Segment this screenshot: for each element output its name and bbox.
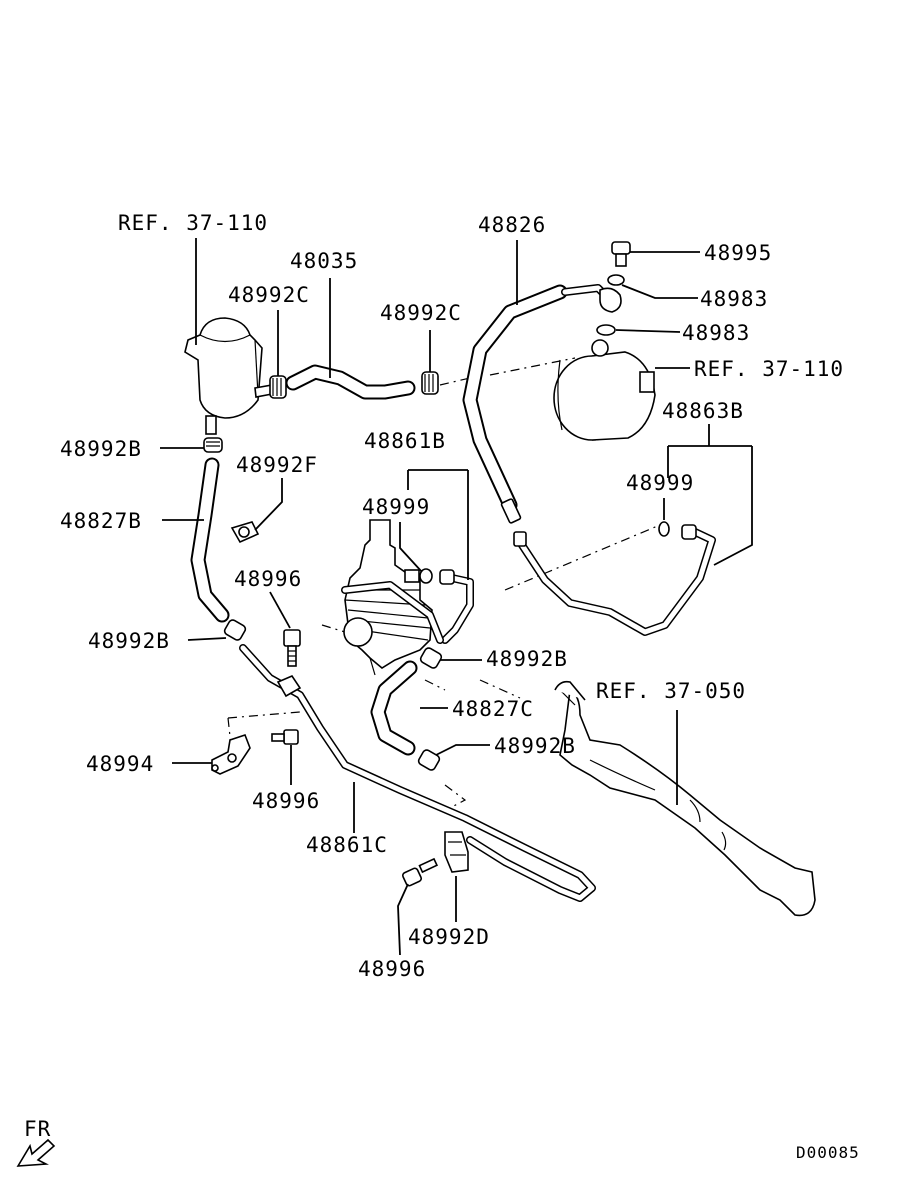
washer-48983-lower-icon bbox=[596, 324, 616, 336]
clamp-48992b-gear-icon bbox=[419, 647, 443, 669]
washer-48983-upper-icon bbox=[607, 274, 625, 286]
diagram-code: D00085 bbox=[796, 1143, 860, 1162]
power-steering-pump bbox=[553, 339, 656, 441]
label-48861b: 48861B bbox=[364, 429, 446, 453]
label-48992d: 48992D bbox=[408, 925, 490, 949]
bolt-48996-upper-icon bbox=[283, 629, 301, 667]
o-ring-48999-gear-icon bbox=[419, 568, 433, 584]
label-48994: 48994 bbox=[86, 752, 154, 776]
label-48983-upper: 48983 bbox=[700, 287, 768, 311]
bracket-48994-icon bbox=[211, 733, 251, 775]
label-48996-lower: 48996 bbox=[358, 957, 426, 981]
label-48995: 48995 bbox=[704, 241, 772, 265]
label-48992c-left: 48992C bbox=[228, 283, 310, 307]
label-48996-upper: 48996 bbox=[234, 567, 302, 591]
o-ring-48999-pipe-icon bbox=[658, 521, 670, 537]
steering-rack-housing bbox=[554, 680, 816, 917]
label-48999-gear: 48999 bbox=[362, 495, 430, 519]
label-48996-middle: 48996 bbox=[252, 789, 320, 813]
part-labels: REF. 37-110 48035 48992C 48992C 48826 48… bbox=[60, 211, 844, 981]
label-48992c-right: 48992C bbox=[380, 301, 462, 325]
front-arrow-icon bbox=[16, 1138, 56, 1167]
label-48992f: 48992F bbox=[236, 453, 318, 477]
front-marker-label: FR bbox=[24, 1117, 51, 1141]
hose-48826 bbox=[462, 284, 568, 513]
label-48992b-hose: 48992B bbox=[88, 629, 170, 653]
label-ref-37-110-pump: REF. 37-110 bbox=[694, 357, 844, 381]
front-direction-marker: FR bbox=[16, 1117, 56, 1167]
label-48827c: 48827C bbox=[452, 697, 534, 721]
bolt-48995-icon bbox=[611, 241, 631, 267]
hoses bbox=[190, 284, 568, 756]
label-48863b: 48863B bbox=[662, 399, 744, 423]
label-ref-37-110-tank: REF. 37-110 bbox=[118, 211, 268, 235]
label-48035: 48035 bbox=[290, 249, 358, 273]
label-48826: 48826 bbox=[478, 213, 546, 237]
bolt-48996-middle-icon bbox=[271, 729, 299, 745]
clamp-48992b-hose-icon bbox=[223, 619, 247, 641]
label-48999-pipe: 48999 bbox=[626, 471, 694, 495]
small-parts bbox=[203, 241, 697, 887]
steering-gear-valve bbox=[343, 519, 433, 676]
bolt-48996-lower-icon bbox=[401, 857, 439, 887]
clamp-48992c-left-icon bbox=[269, 375, 287, 399]
label-48983-lower: 48983 bbox=[682, 321, 750, 345]
reservoir-tank bbox=[184, 317, 273, 435]
clamp-48992b-tank-icon bbox=[203, 437, 223, 453]
clamp-48992b-lower-icon bbox=[417, 749, 441, 771]
clamp-48992c-right-icon bbox=[421, 371, 439, 395]
label-48992b-lower: 48992B bbox=[494, 734, 576, 758]
label-48827b: 48827B bbox=[60, 509, 142, 533]
label-48861c: 48861C bbox=[306, 833, 388, 857]
clip-48992f-icon bbox=[230, 521, 260, 544]
label-ref-37-050: REF. 37-050 bbox=[596, 679, 746, 703]
label-48992b-gear: 48992B bbox=[486, 647, 568, 671]
leader-lines bbox=[160, 238, 753, 956]
label-48992b-tank: 48992B bbox=[60, 437, 142, 461]
clamp-48992d-icon bbox=[444, 831, 469, 873]
dashed-reference-lines bbox=[227, 357, 661, 821]
